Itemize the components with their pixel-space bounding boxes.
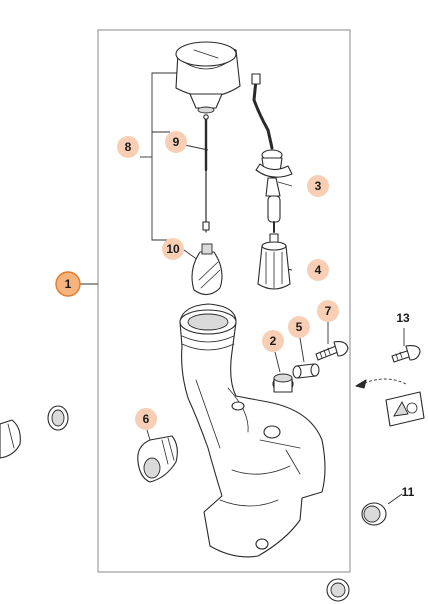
fuel-tank	[179, 303, 326, 558]
callout-11[interactable]: 11	[402, 485, 415, 499]
partial-grommet-left	[47, 405, 69, 431]
callout-9[interactable]: 9	[165, 131, 187, 153]
fuel-hose	[251, 73, 293, 233]
callout-5[interactable]: 5	[288, 316, 310, 338]
fuel-filter	[257, 233, 291, 290]
rotation-arrow	[355, 378, 407, 389]
sleeve	[292, 363, 320, 379]
callout-4-label: 4	[315, 263, 322, 277]
callout-10-label: 10	[166, 242, 180, 256]
callout-2[interactable]: 2	[262, 330, 284, 352]
cap-retainer	[191, 243, 223, 296]
callout-1-label: 1	[65, 277, 72, 291]
callout-7-label: 7	[325, 304, 332, 318]
callout-13-label: 13	[396, 311, 410, 325]
callout-8-label: 8	[125, 140, 132, 154]
grommet	[272, 373, 294, 393]
partial-grommet-bottom	[326, 578, 350, 602]
callout-13[interactable]: 13	[396, 311, 410, 325]
callout-2-label: 2	[270, 334, 277, 348]
bushing-6	[137, 435, 178, 483]
fuel-cap	[175, 41, 241, 114]
screw-13	[391, 345, 421, 363]
callout-9-label: 9	[173, 135, 180, 149]
callout-6-label: 6	[143, 412, 150, 426]
callout-10[interactable]: 10	[162, 238, 184, 260]
callout-11-label: 11	[402, 485, 415, 499]
callout-5-label: 5	[296, 320, 303, 334]
callout-6[interactable]: 6	[135, 408, 157, 430]
assembly-frame	[97, 29, 351, 573]
bracket-8-9-10	[140, 72, 196, 241]
warning-label	[385, 391, 425, 427]
screw-7	[315, 341, 349, 361]
grommet-11	[361, 502, 387, 526]
callout-1[interactable]: 1	[55, 271, 81, 297]
callout-8[interactable]: 8	[117, 136, 139, 158]
callout-7[interactable]: 7	[317, 300, 339, 322]
partial-bushing-left	[0, 419, 21, 459]
retaining-cord	[202, 114, 210, 233]
callout-3[interactable]: 3	[307, 175, 329, 197]
callout-3-label: 3	[315, 179, 322, 193]
callout-4[interactable]: 4	[307, 259, 329, 281]
